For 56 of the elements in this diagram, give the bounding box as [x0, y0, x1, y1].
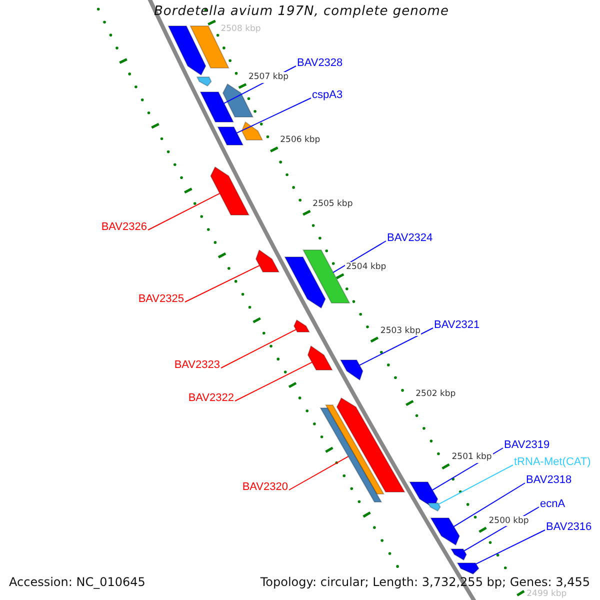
gene-block: [255, 249, 280, 272]
scale-label: 2508 kbp: [220, 24, 262, 34]
scale-label: 2499 kbp: [526, 589, 568, 600]
gene-block: [336, 397, 406, 492]
gene-label: ecnA: [540, 499, 566, 510]
title: Bordetella avium 197N, complete genome: [153, 4, 450, 19]
gene-label: BAV2326: [101, 222, 147, 233]
scale-label: 2505 kbp: [312, 198, 354, 210]
gene-block: [450, 548, 467, 561]
gene-block: [293, 319, 310, 332]
leader-line: [184, 265, 260, 302]
gene-label: tRNA-Met(CAT): [514, 457, 591, 468]
gene-block: [456, 562, 480, 575]
gene-label: BAV2318: [526, 475, 572, 486]
gene-block: [427, 502, 441, 512]
genome-stats-text: Topology: circular; Length: 3,732,255 bp; Genes: 3,455: [260, 576, 590, 588]
leader-line: [148, 192, 220, 230]
leader-line: [236, 98, 312, 134]
scale-label: 2501 kbp: [450, 452, 493, 463]
gene-bar: [200, 92, 234, 122]
gene-label: BAV2324: [387, 233, 433, 244]
leader-line: [288, 456, 349, 490]
gene-label: BAV2320: [242, 482, 288, 493]
gene-block: [222, 83, 254, 118]
leader-line: [359, 328, 434, 366]
gene-label: BAV2323: [174, 360, 220, 371]
leader-line: [476, 530, 546, 564]
leader-line: [453, 482, 526, 528]
gene-block: [168, 26, 206, 76]
gene-label: cspA3: [312, 90, 343, 101]
gene-label: BAV2319: [504, 440, 550, 451]
gene-label: BAV2321: [434, 320, 480, 331]
gene-block: [284, 256, 326, 309]
gene-label: BAV2316: [546, 522, 592, 533]
leader-line: [220, 329, 296, 368]
gene-bar: [320, 408, 382, 502]
gene-block: [210, 166, 250, 216]
gene-label: BAV2322: [188, 393, 234, 404]
scale-label: 2504 kbp: [345, 262, 388, 273]
gene-block: [307, 345, 334, 370]
gene-label: BAV2325: [138, 294, 184, 305]
gene-block: [340, 360, 364, 381]
leader-line: [438, 464, 514, 505]
scale-label: 2507 kbp: [247, 72, 290, 82]
leader-line: [234, 362, 312, 402]
scale-label: 2502 kbp: [414, 389, 457, 400]
gene-label: BAV2328: [297, 58, 343, 69]
gene-bar: [217, 126, 244, 146]
gene-block: [241, 121, 264, 140]
scale-label: 2500 kbp: [488, 516, 530, 526]
gene-block: [196, 76, 212, 87]
leader-line: [332, 240, 386, 273]
accession-text: Accession: NC_010645: [9, 576, 146, 588]
scale-label: 2503 kbp: [379, 326, 422, 336]
gene-block: [430, 518, 460, 546]
scale-label: 2506 kbp: [279, 135, 322, 146]
